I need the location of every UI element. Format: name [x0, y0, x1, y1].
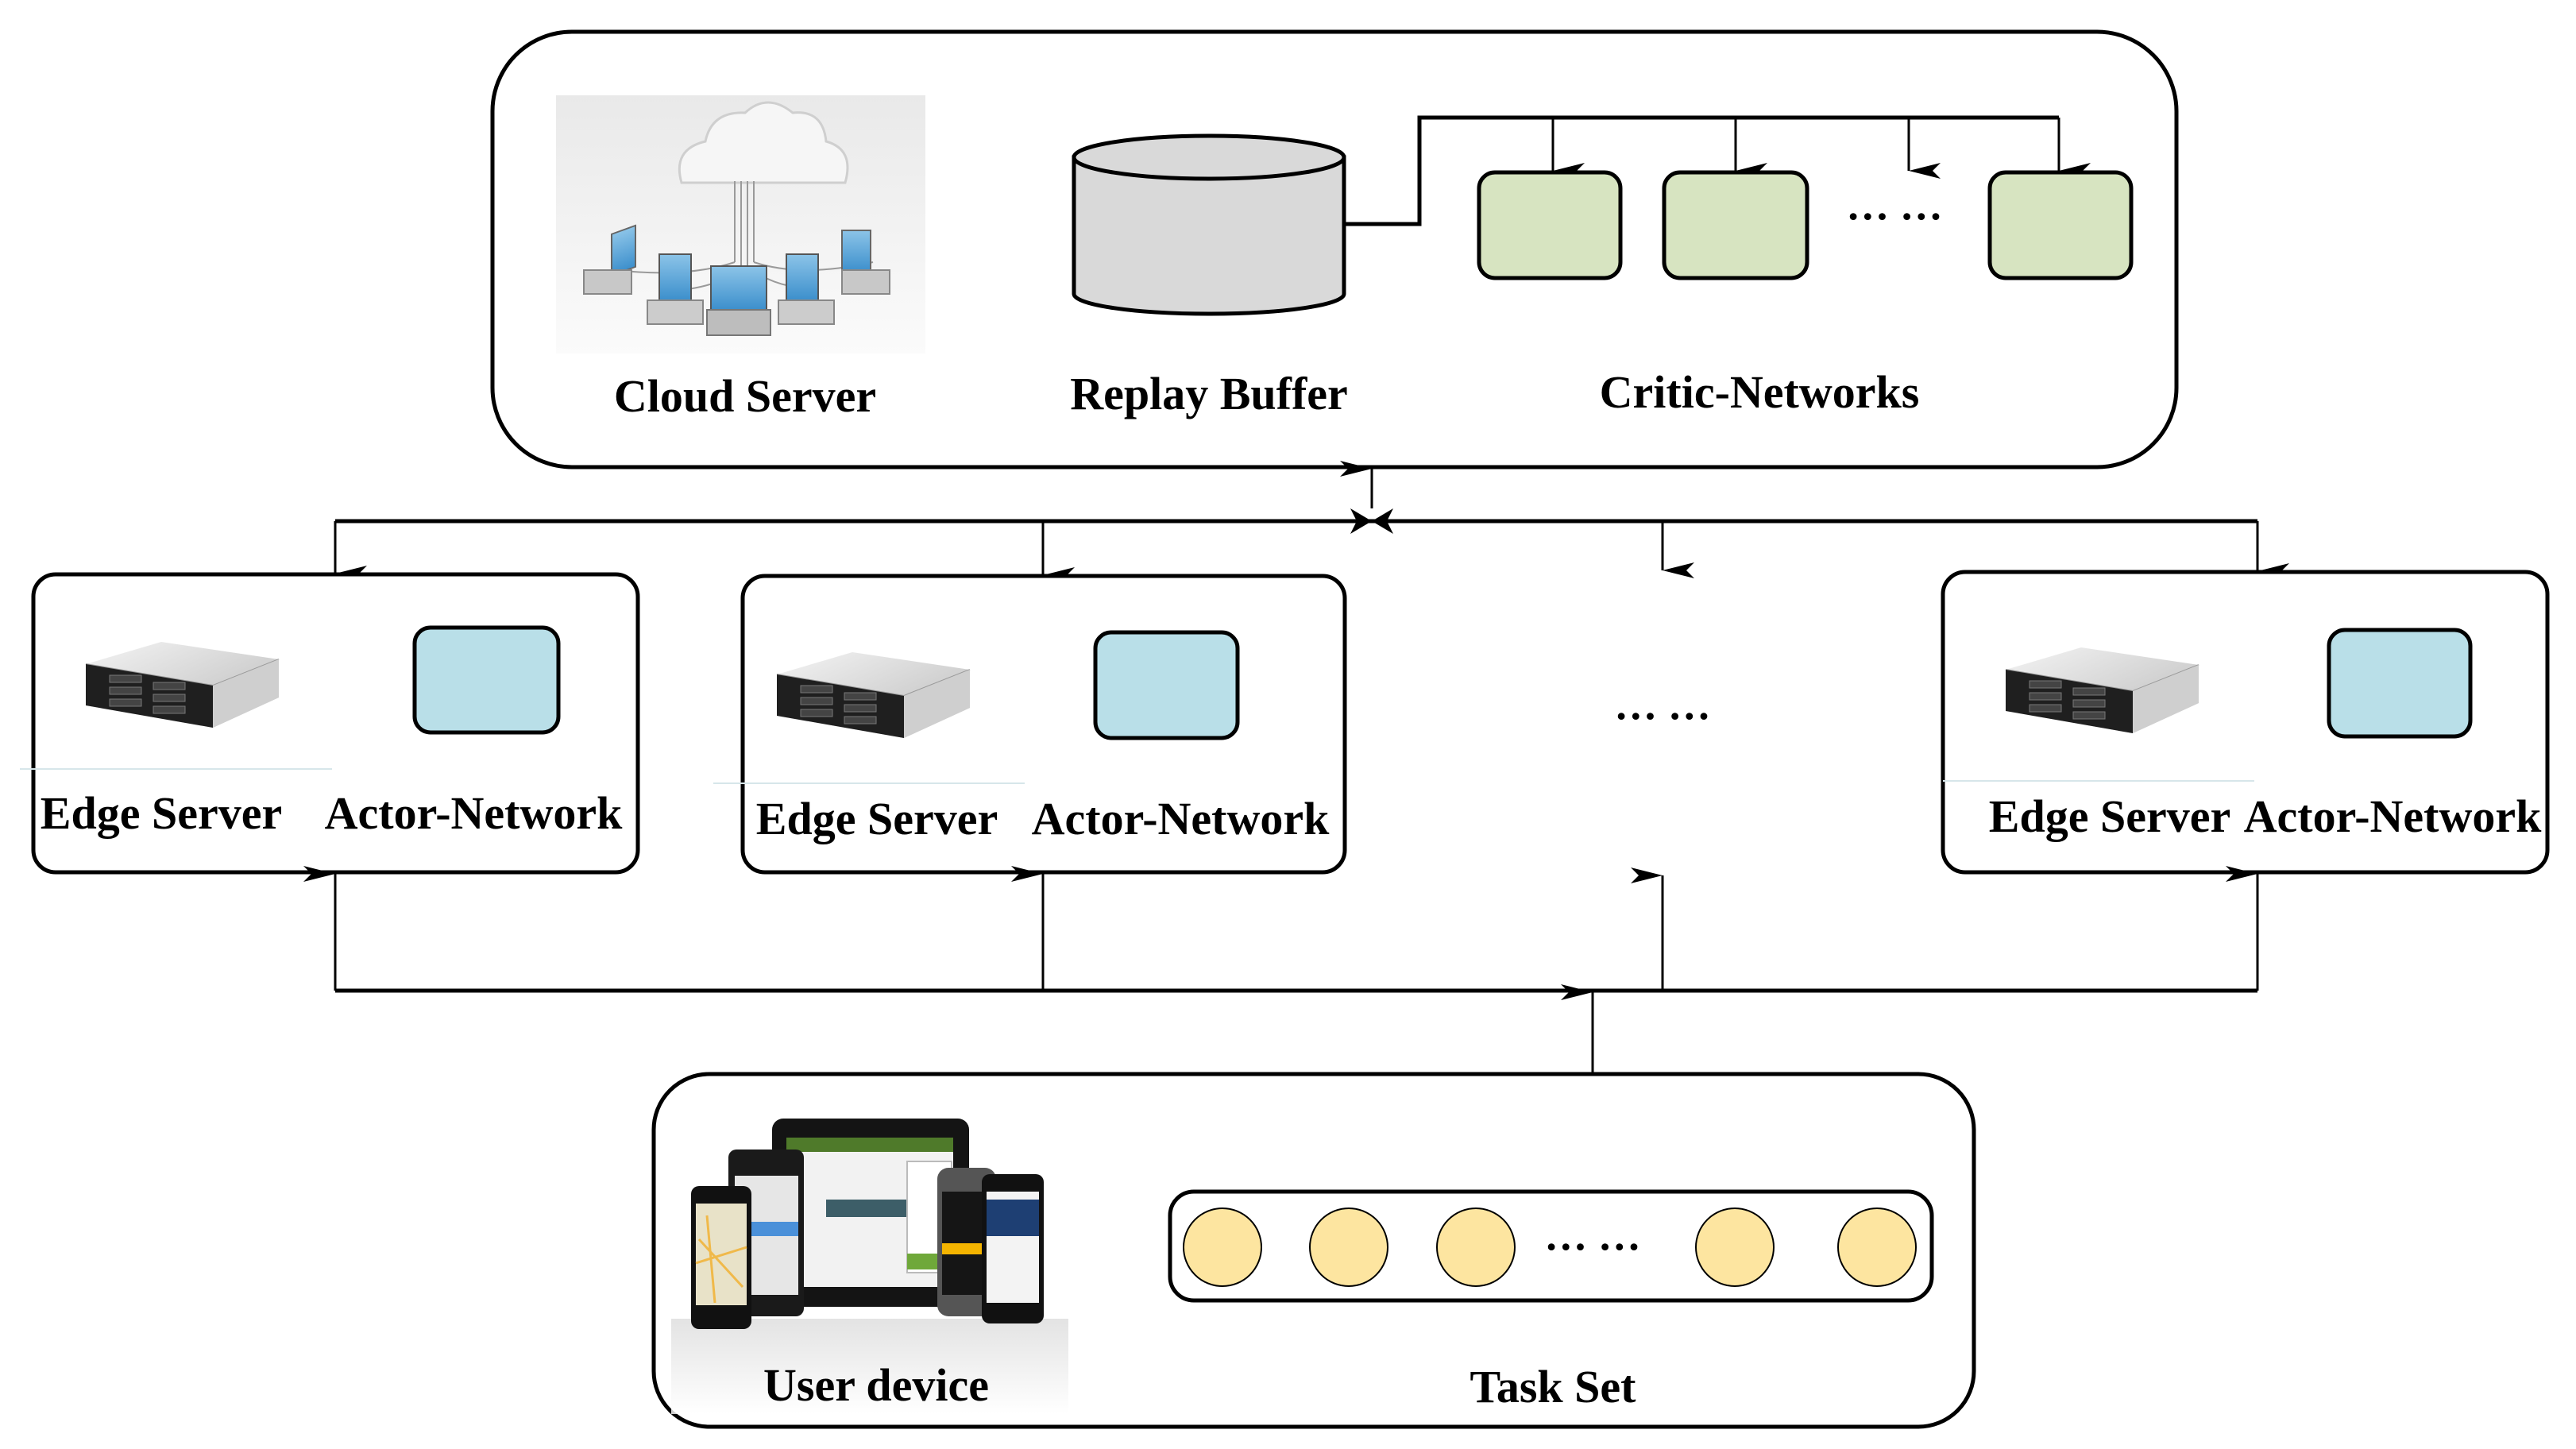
critic-network-1 [1477, 170, 1623, 280]
task-3 [1436, 1208, 1516, 1287]
critic-ellipsis: … … [1846, 181, 1943, 229]
task-n [1837, 1208, 1917, 1287]
task-n-minus-1 [1695, 1208, 1775, 1287]
replay-buffer-label: Replay Buffer [1070, 368, 1348, 419]
mobile-devices-icon [671, 1119, 1068, 1414]
edge-server-label: Edge Server [756, 793, 998, 844]
edge-server-label: Edge Server [41, 787, 282, 839]
critic-networks-label: Critic-Networks [1600, 366, 1920, 418]
buffer-to-critics-line [1344, 115, 2059, 226]
edge-server-1: Edge Server Actor-Network [20, 572, 640, 875]
task-set-label: Task Set [1470, 1361, 1636, 1412]
user-device-label: User device [763, 1359, 989, 1411]
task-2 [1309, 1208, 1388, 1287]
critic-network-n [1987, 170, 2134, 280]
actor-network-label: Actor-Network [2244, 790, 2542, 842]
actor-network-label: Actor-Network [325, 787, 623, 839]
critic-network-2 [1662, 170, 1809, 280]
task-1 [1183, 1208, 1262, 1287]
rack-server-icon [776, 652, 971, 738]
rack-server-icon [2005, 647, 2199, 733]
edge-server-2: Edge Server Actor-Network [713, 574, 1347, 875]
edge-ellipsis: … … [1614, 681, 1711, 728]
user-tier: User device … … Task Set [651, 1072, 1976, 1429]
actor-network-box [2327, 628, 2473, 739]
cloud-server-label: Cloud Server [614, 370, 876, 422]
actor-network-box [1093, 630, 1240, 740]
rack-server-icon [85, 642, 280, 728]
cloud-tier: Cloud Server Replay Buffer … … Critic-Ne… [490, 29, 2179, 469]
edge-server-label: Edge Server [1989, 790, 2230, 842]
task-set: … … [1168, 1189, 1934, 1303]
edge-server-n: Edge Server Actor-Network [1941, 570, 2550, 875]
cloud-network-icon [556, 95, 925, 354]
task-ellipsis: … … [1544, 1211, 1641, 1259]
actor-network-label: Actor-Network [1032, 793, 1330, 844]
bus-junction-arrowheads [1350, 508, 1393, 534]
actor-network-box [412, 625, 561, 735]
replay-buffer-icon [1072, 133, 1346, 316]
